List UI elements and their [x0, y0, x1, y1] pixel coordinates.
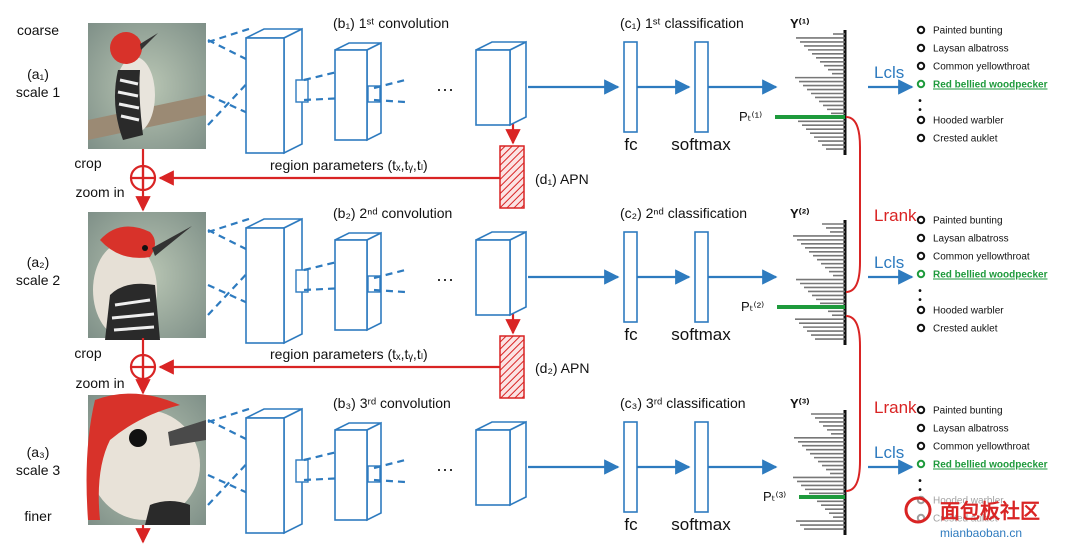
softmax-label-row3: softmax — [671, 515, 731, 534]
class-item: Common yellowthroat — [933, 442, 1030, 453]
softmax-layer-row2 — [694, 231, 709, 323]
classification-title-row1: (c₁) 1ˢᵗ classification — [620, 15, 744, 31]
watermark-url: mianbaoban.cn — [940, 526, 1022, 540]
conv-block-1-row2 — [245, 217, 303, 345]
apn2-label: (d₂) APN — [535, 360, 589, 376]
fc-layer-row2 — [623, 231, 638, 323]
list-ellipsis: • — [918, 286, 922, 297]
scale1-id: (a₁) — [27, 66, 49, 82]
scale3-id: (a₃) — [27, 444, 50, 460]
conv-title-row1: (b₁) 1ˢᵗ convolution — [333, 15, 449, 31]
feedback-path-2 — [129, 338, 500, 544]
pt-label-row1: Pₜ⁽¹⁾ — [739, 109, 762, 124]
crop-label-2: crop — [74, 345, 101, 361]
class-item: Hooded warbler — [933, 306, 1004, 317]
apn-box-1 — [499, 145, 525, 209]
watermark: 面包板社区 mianbaoban.cn — [898, 492, 1076, 542]
apn-box-2 — [499, 335, 525, 399]
fc-label-row3: fc — [624, 515, 638, 534]
zoom-in-label-2: zoom in — [75, 375, 124, 391]
list-ellipsis: • — [918, 295, 922, 306]
list-ellipsis: • — [918, 105, 922, 116]
watermark-cn: 面包板社区 — [940, 499, 1040, 523]
conv-block-2-row2 — [334, 231, 382, 332]
class-item: Painted bunting — [933, 216, 1003, 227]
class-item: Laysan albatross — [933, 234, 1009, 245]
softmax-layer-row1 — [694, 41, 709, 133]
region-params-2: region parameters (tₓ,tᵧ,tₗ) — [270, 346, 428, 362]
coarse-label: coarse — [17, 22, 59, 38]
classification-title-row3: (c₃) 3ʳᵈ classification — [620, 395, 746, 411]
class-item: Common yellowthroat — [933, 62, 1030, 73]
class-item: Painted bunting — [933, 406, 1003, 417]
ellipsis-row1: ··· — [436, 79, 454, 99]
conv-block-3-row3 — [475, 420, 527, 507]
ellipsis-row2: ··· — [436, 269, 454, 289]
probability-histogram-row3 — [793, 413, 845, 530]
lcls-label-row2: Lcls — [874, 253, 904, 272]
pt-label-row3: Pₜ⁽³⁾ — [763, 489, 786, 504]
class-item: Red bellied woodpecker — [933, 270, 1048, 281]
softmax-layer-row3 — [694, 421, 709, 513]
y-label-row1: Y⁽¹⁾ — [790, 16, 809, 31]
scale1-label: scale 1 — [16, 84, 61, 100]
class-item: Laysan albatross — [933, 44, 1009, 55]
rank-loss-links — [845, 116, 861, 492]
lcls-label-row3: Lcls — [874, 443, 904, 462]
scale2-label: scale 2 — [16, 272, 61, 288]
conv-block-1-row1 — [245, 27, 303, 155]
lcls-label-row1: Lcls — [874, 63, 904, 82]
finer-label: finer — [24, 508, 52, 524]
conv-block-1-row3 — [245, 407, 303, 535]
softmax-label-row1: softmax — [671, 135, 731, 154]
fc-layer-row3 — [623, 421, 638, 513]
class-item: Laysan albatross — [933, 424, 1009, 435]
pt-label-row2: Pₜ⁽²⁾ — [741, 299, 764, 314]
crop-label-1: crop — [74, 155, 101, 171]
fc-label-row2: fc — [624, 325, 638, 344]
list-ellipsis: • — [918, 485, 922, 496]
cnn-row-3: ··· fc softmax (b₃) 3ʳᵈ convolution (c₃) 3ʳᵈ… — [207, 395, 1048, 535]
fc-layer-row1 — [623, 41, 638, 133]
fc-label-row1: fc — [624, 135, 638, 154]
conv-title-row3: (b₃) 3ʳᵈ convolution — [333, 395, 451, 411]
conv-block-2-row1 — [334, 41, 382, 142]
classification-title-row2: (c₂) 2ⁿᵈ classification — [620, 205, 747, 221]
conv-block-3-row1 — [475, 40, 527, 127]
zoom-in-label-1: zoom in — [75, 184, 124, 200]
class-item: Crested auklet — [933, 134, 998, 145]
probability-histogram-row1 — [794, 33, 845, 150]
list-ellipsis: • — [918, 96, 922, 107]
list-ellipsis: • — [918, 476, 922, 487]
conv-block-3-row2 — [475, 230, 527, 317]
cnn-rows: ··· fc softmax (b₁) 1ˢᵗ convolution (c₁) 1ˢᵗ… — [207, 15, 1048, 535]
cnn-row-1: ··· fc softmax (b₁) 1ˢᵗ convolution (c₁) 1ˢᵗ… — [207, 15, 1048, 155]
conv-title-row2: (b₂) 2ⁿᵈ convolution — [333, 205, 452, 221]
cnn-row-2: ··· fc softmax (b₂) 2ⁿᵈ convolution (c₂) 2ⁿᵈ… — [207, 205, 1048, 345]
lrank-label-1: Lrank — [874, 206, 917, 225]
region-params-1: region parameters (tₓ,tᵧ,tₗ) — [270, 157, 428, 173]
class-item: Red bellied woodpecker — [933, 80, 1048, 91]
apn1-label: (d₁) APN — [535, 171, 589, 187]
softmax-label-row2: softmax — [671, 325, 731, 344]
scale2-id: (a₂) — [27, 254, 50, 270]
y-label-row3: Y⁽³⁾ — [790, 396, 809, 411]
ellipsis-row3: ··· — [436, 459, 454, 479]
probability-histogram-row2 — [793, 223, 845, 340]
lrank-label-2: Lrank — [874, 398, 917, 417]
class-item: Hooded warbler — [933, 116, 1004, 127]
class-item: Common yellowthroat — [933, 252, 1030, 263]
bird-image-scale3 — [86, 393, 206, 525]
bird-image-scale1 — [88, 23, 206, 149]
class-item: Red bellied woodpecker — [933, 460, 1048, 471]
bird-image-scale2 — [88, 212, 206, 340]
class-item: Crested auklet — [933, 324, 998, 335]
scale3-label: scale 3 — [16, 462, 61, 478]
y-label-row2: Y⁽²⁾ — [790, 206, 809, 221]
class-item: Painted bunting — [933, 26, 1003, 37]
